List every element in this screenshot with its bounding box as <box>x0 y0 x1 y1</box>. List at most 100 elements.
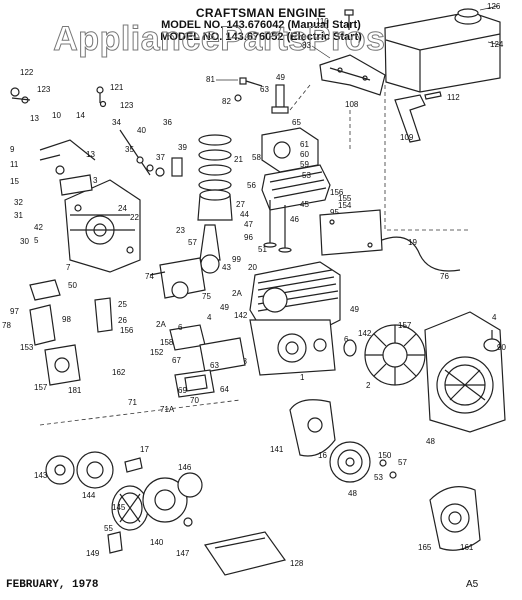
callout-52: 48 <box>348 489 357 498</box>
callout-59: 59 <box>300 160 309 169</box>
callout-56: 56 <box>247 181 256 190</box>
callout-157: 142 <box>358 329 372 338</box>
callout-75: 98 <box>62 315 71 324</box>
callout-156: 156 <box>330 188 344 197</box>
callout-21: 57 <box>188 238 197 247</box>
callout-28: 23 <box>176 226 185 235</box>
callout-143: 17 <box>140 445 149 454</box>
callout-6: 49 <box>350 305 359 314</box>
callout-41: 32 <box>14 198 23 207</box>
callout-26: 6 <box>178 323 183 332</box>
callout-47: 20 <box>248 263 257 272</box>
callout-4: 6 <box>344 335 349 344</box>
callout-96: 95 <box>330 208 339 217</box>
shroud-16: 141 16 <box>270 399 336 460</box>
callout-165: 128 <box>290 559 304 568</box>
crankcase-cover: 32 31 42 30 5 7 <box>14 179 141 273</box>
callout-34: 34 <box>112 118 121 127</box>
callout-161: 165 <box>418 543 432 552</box>
callout-20: 74 <box>145 272 154 281</box>
cap-142: 4 90 <box>483 313 506 352</box>
callout-110: 110 <box>316 17 329 26</box>
callout-144: 143 <box>34 471 48 480</box>
callout-35: 35 <box>125 145 134 154</box>
cylinder-head: 58 61 60 59 53 56 156 155 154 <box>247 127 352 211</box>
callout-78: 26 <box>118 316 127 325</box>
callout-55: 57 <box>398 458 407 467</box>
callout-69: 63 <box>210 361 219 370</box>
callout-76: 153 <box>20 343 34 352</box>
callout-83: 83 <box>302 41 311 50</box>
callout-152: 162 <box>112 368 126 377</box>
model-manual-label: MODEL NO. 143.676042 (Manual Start) <box>161 19 361 31</box>
callout-58: 58 <box>252 153 261 162</box>
tank-bracket-108: 108 83 <box>302 41 386 109</box>
callout-53: 53 <box>302 171 311 180</box>
callout-74: 78 <box>2 321 11 330</box>
callout-153: 2A <box>156 320 166 329</box>
callout-24: 21 <box>234 155 243 164</box>
callout-126: 126 <box>487 2 501 11</box>
bolt-110: 110 <box>316 9 354 30</box>
flywheel: 142 157 2 <box>343 321 426 390</box>
bracket-109: 109 112 <box>394 91 460 143</box>
callout-45: 47 <box>244 220 253 229</box>
callout-49b: 2A <box>232 289 242 298</box>
revision-date: FEBRUARY, 1978 <box>6 579 99 591</box>
callout-112: 112 <box>447 93 460 102</box>
fuel-tank-illustration: 126 124 <box>384 2 504 93</box>
air-filter-99: 50 <box>29 279 77 301</box>
callout-42: 5 <box>34 236 39 245</box>
blower-housing: 48 <box>424 311 506 446</box>
callout-32: 42 <box>34 223 43 232</box>
callout-154: 154 <box>338 201 352 210</box>
piston-rings: 21 <box>198 134 243 191</box>
connecting-rod: 57 23 43 <box>176 224 231 274</box>
callout-163: 161 <box>460 543 474 552</box>
callout-51: 99 <box>232 255 241 264</box>
callout-36: 36 <box>163 118 172 127</box>
callout-16: 141 <box>270 445 284 454</box>
callout-3: 3 <box>93 176 98 185</box>
callout-63: 63 <box>260 85 269 94</box>
callout-146: 145 <box>112 503 126 512</box>
rewind-starter-parts: 17 143 144 145 146 55 140 147 149 <box>34 399 241 558</box>
callout-46: 51 <box>258 245 267 254</box>
callout-71: 70 <box>190 396 199 405</box>
starter-cup: 48 150 57 53 <box>329 441 407 498</box>
callout-156b: 4 <box>207 313 212 322</box>
diagram-title: CRAFTSMAN ENGINE <box>195 6 327 20</box>
governor-linkage: 13 10 14 9 11 15 3 13 <box>10 111 98 196</box>
clip-122-123: 122 123 <box>10 68 51 104</box>
callout-13b: 13 <box>86 150 95 159</box>
callout-71A: 71 <box>128 398 137 407</box>
callout-27: 43 <box>222 263 231 272</box>
callout-128: 149 <box>86 549 100 558</box>
callout-81: 81 <box>206 75 215 84</box>
model-electric-label: MODEL NO. 143.676052 (Electric Start) <box>160 31 362 43</box>
callout-63b: 67 <box>172 356 181 365</box>
callout-57: 45 <box>300 200 309 209</box>
callout-22: 27 <box>236 200 245 209</box>
gaskets-and-plates: 2A 49 6 4 142 152 158 67 63 69 70 71 71A… <box>112 303 248 414</box>
callout-162: 181 <box>68 386 82 395</box>
callout-44: 46 <box>290 215 299 224</box>
callout-77: 157 <box>34 383 48 392</box>
callout-48: 2 <box>366 381 371 390</box>
callout-10: 10 <box>52 111 61 120</box>
control-bracket-95: 19 76 <box>319 209 461 281</box>
callout-60: 60 <box>300 150 309 159</box>
callout-68: 64 <box>220 385 229 394</box>
callout-30: 7 <box>66 263 71 272</box>
callout-95: 19 <box>408 238 417 247</box>
callout-37: 37 <box>156 153 165 162</box>
callout-141: 90 <box>497 343 506 352</box>
callout-97: 25 <box>118 300 127 309</box>
callout-2: 1 <box>300 373 305 382</box>
clip-121-123: 121 123 <box>96 83 134 110</box>
callout-61: 61 <box>300 140 309 149</box>
callout-33: 31 <box>14 211 23 220</box>
callout-13: 13 <box>30 114 39 123</box>
callout-7: 22 <box>130 213 139 222</box>
